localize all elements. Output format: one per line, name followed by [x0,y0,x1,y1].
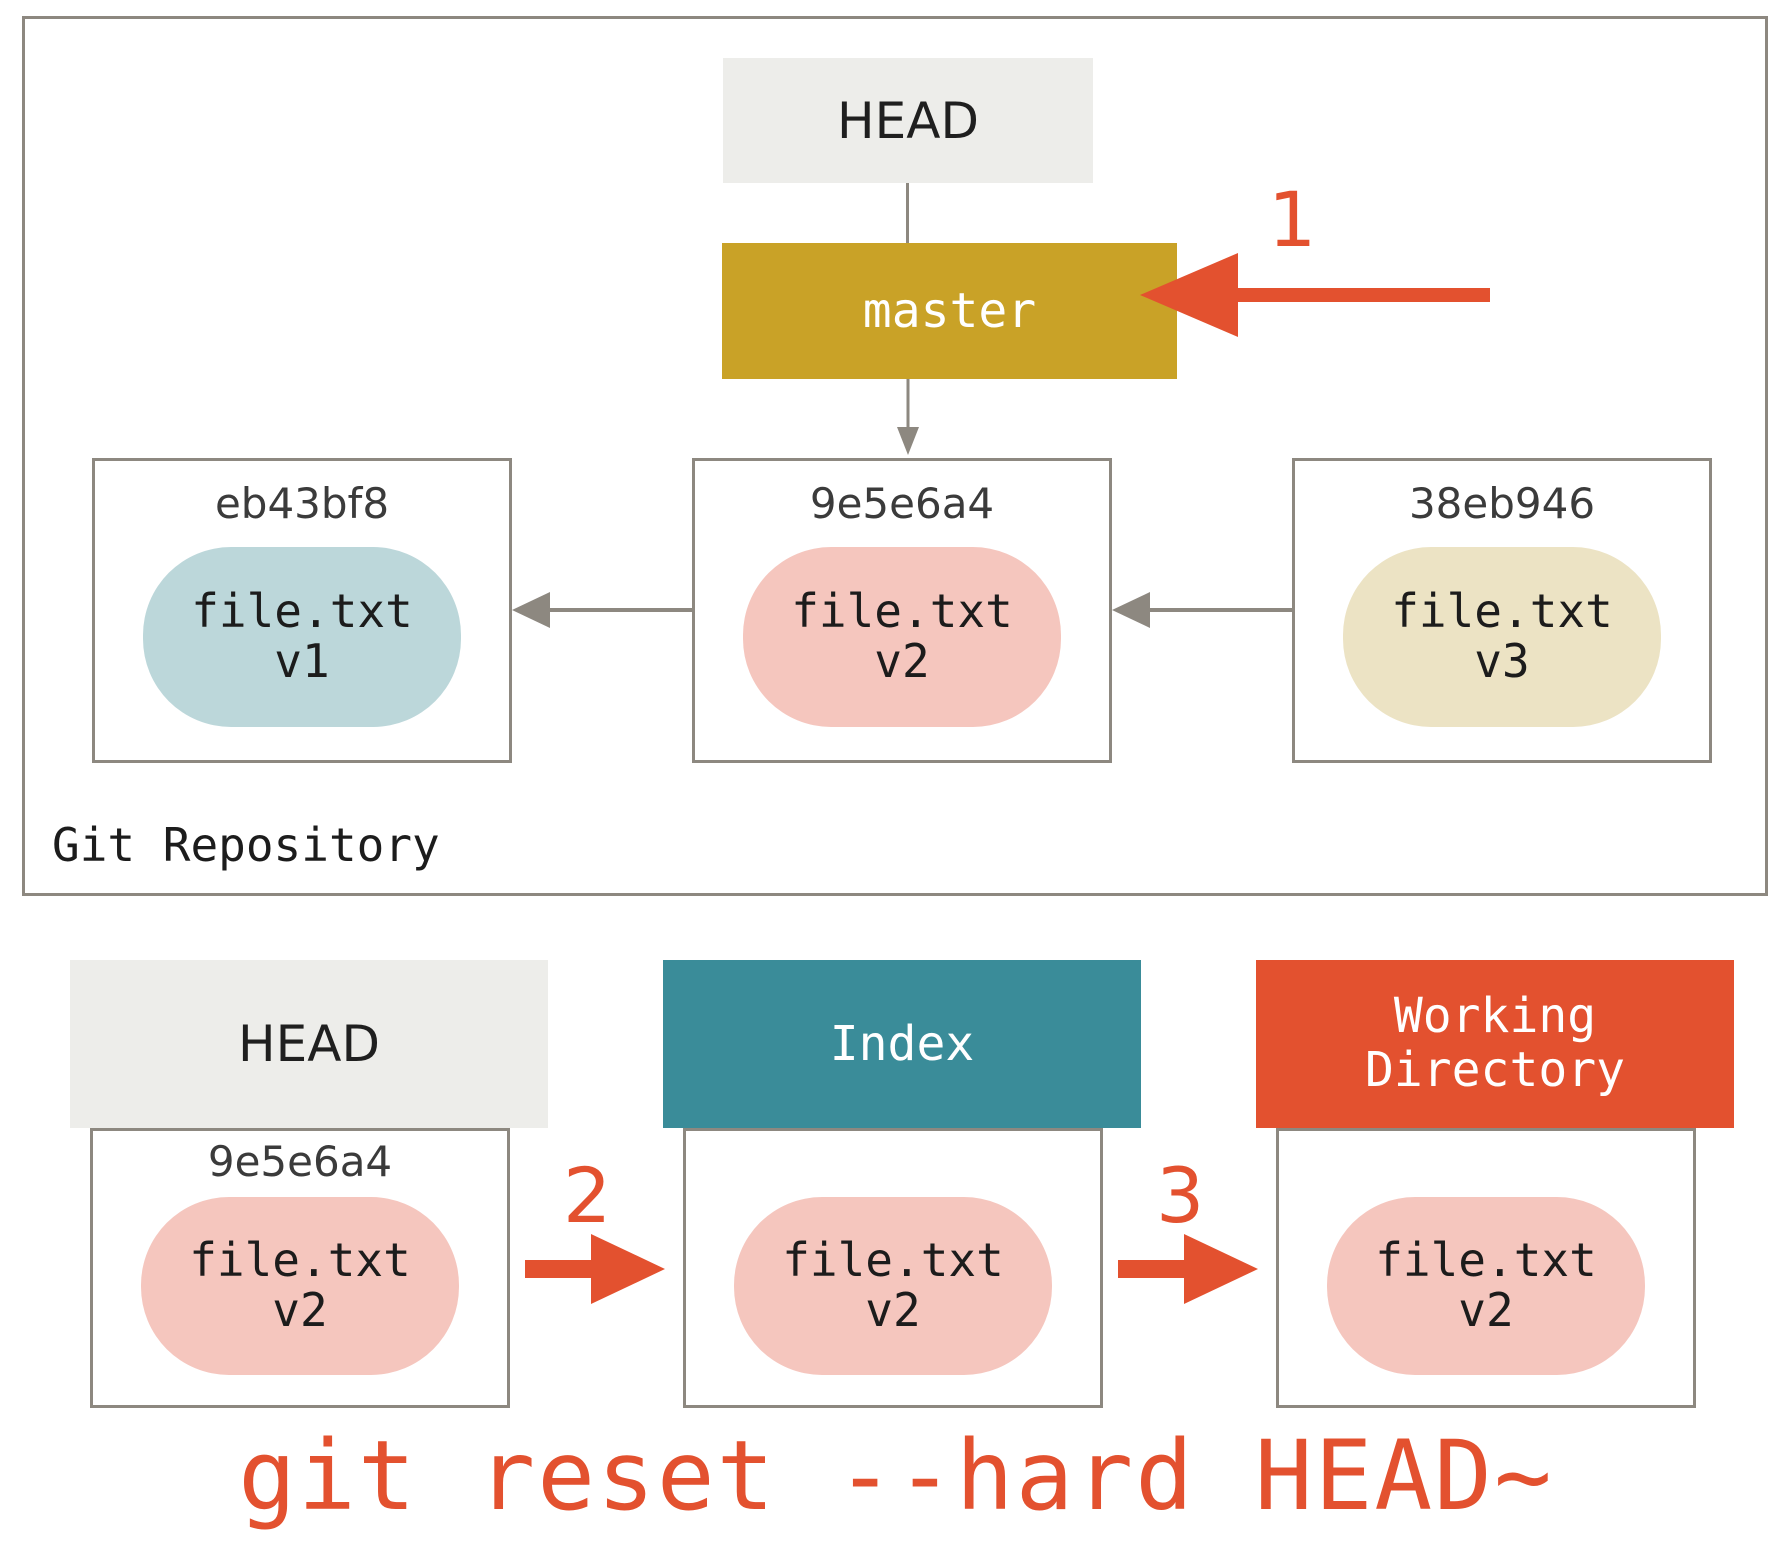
commit-box-9e5e6a4: 9e5e6a4 file.txt v2 [692,458,1112,763]
head-to-master-connector [906,183,909,245]
git-repository-label: Git Repository [52,818,440,872]
step-2-arrow-icon [525,1234,665,1304]
area-panel-working-directory: file.txt v2 [1276,1128,1696,1408]
commit-parent-arrow-icon [512,592,692,628]
area-header-label: Index [829,1016,975,1072]
commit-hash: eb43bf8 [214,479,390,528]
commit-hash: 9e5e6a4 [809,479,995,528]
master-branch-label: master [862,283,1037,339]
file-name: file.txt [189,1233,411,1288]
master-to-commit-arrow-icon [897,379,919,455]
area-panel-head: 9e5e6a4 file.txt v2 [90,1128,510,1408]
file-version: v2 [1458,1283,1514,1337]
git-command-caption: git reset --hard HEAD~ [238,1420,1554,1532]
file-blob: file.txt v2 [141,1197,459,1375]
head-ref-label: HEAD [837,91,979,150]
file-name: file.txt [1375,1233,1597,1288]
file-name: file.txt [782,1233,1004,1288]
master-branch-box: master [722,243,1177,379]
area-commit-hash: 9e5e6a4 [207,1137,393,1186]
commit-parent-arrow-icon [1112,592,1292,628]
file-name: file.txt [791,584,1013,639]
file-version: v2 [865,1283,921,1337]
file-blob: file.txt v3 [1343,547,1661,727]
area-header-head: HEAD [70,960,548,1128]
commit-box-eb43bf8: eb43bf8 file.txt v1 [92,458,512,763]
area-header-label-line1: Working [1393,988,1597,1045]
file-version: v3 [1474,634,1530,688]
commit-box-38eb946: 38eb946 file.txt v3 [1292,458,1712,763]
area-header-label-line2: Directory [1364,1042,1626,1098]
area-header-working-directory: Working Directory [1256,960,1734,1128]
file-version: v1 [274,634,330,688]
step-1-label: 1 [1268,175,1317,264]
step-3-arrow-icon [1118,1234,1258,1304]
step-1-arrow-icon [1140,253,1490,337]
file-version: v2 [874,634,930,688]
step-2-label: 2 [563,1151,612,1240]
file-name: file.txt [191,584,413,639]
file-name: file.txt [1391,584,1613,639]
step-3-label: 3 [1156,1151,1205,1240]
area-header-index: Index [663,960,1141,1128]
commit-hash: 38eb946 [1408,479,1596,528]
area-header-label: HEAD [238,1015,380,1073]
file-blob: file.txt v1 [143,547,461,727]
file-blob: file.txt v2 [743,547,1061,727]
file-blob: file.txt v2 [1327,1197,1645,1375]
file-version: v2 [272,1283,328,1337]
area-panel-index: file.txt v2 [683,1128,1103,1408]
file-blob: file.txt v2 [734,1197,1052,1375]
head-ref-box: HEAD [723,58,1093,183]
